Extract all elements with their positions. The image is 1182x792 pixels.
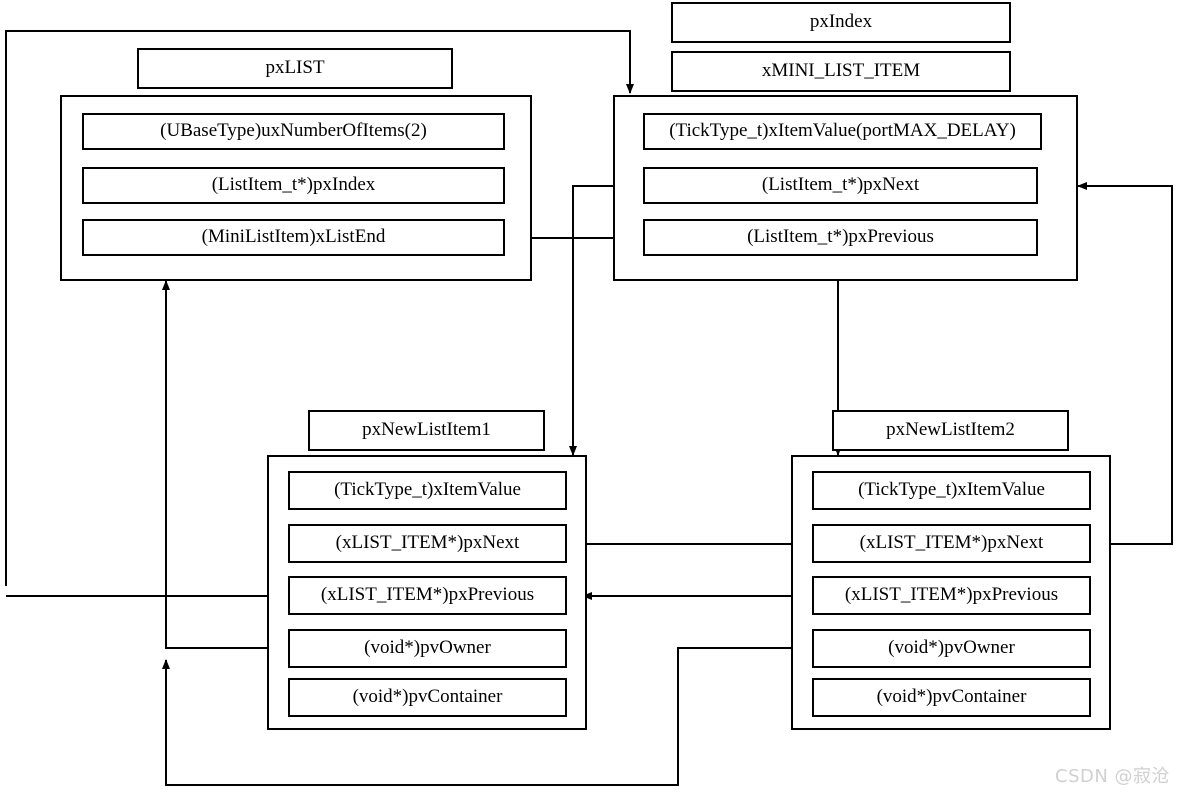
watermark: CSDN @寂沧 <box>1055 766 1171 787</box>
item2-label: pxNewListItem2 <box>832 410 1069 451</box>
pxlist-field-xlistend: (MiniListItem)xListEnd <box>82 219 505 256</box>
pxlist-field-uxnumberofitems: (UBaseType)uxNumberOfItems(2) <box>82 113 505 150</box>
item2-field-xitemvalue: (TickType_t)xItemValue <box>812 471 1091 510</box>
item1-field-pxprevious: (xLIST_ITEM*)pxPrevious <box>288 576 567 615</box>
item2-field-pxprevious: (xLIST_ITEM*)pxPrevious <box>812 576 1091 615</box>
item2-field-pvowner: (void*)pvOwner <box>812 629 1091 668</box>
item2-field-pxnext: (xLIST_ITEM*)pxNext <box>812 524 1091 563</box>
mini-field-pxnext: (ListItem_t*)pxNext <box>643 167 1038 204</box>
pxlist-field-pxindex: (ListItem_t*)pxIndex <box>82 167 505 204</box>
item1-field-pvcontainer: (void*)pvContainer <box>288 678 567 717</box>
mini-field-pxprevious: (ListItem_t*)pxPrevious <box>643 219 1038 256</box>
item2-field-pvcontainer: (void*)pvContainer <box>812 678 1091 717</box>
mini-label-pxindex: pxIndex <box>671 2 1011 43</box>
mini-label-xmini-list-item: xMINI_LIST_ITEM <box>671 51 1011 92</box>
item1-label: pxNewListItem1 <box>308 410 545 451</box>
item1-field-pvowner: (void*)pvOwner <box>288 629 567 668</box>
pxlist-label: pxLIST <box>137 48 453 89</box>
item1-field-pxnext: (xLIST_ITEM*)pxNext <box>288 524 567 563</box>
mini-field-xitemvalue: (TickType_t)xItemValue(portMAX_DELAY) <box>643 113 1042 150</box>
item1-field-xitemvalue: (TickType_t)xItemValue <box>288 471 567 510</box>
